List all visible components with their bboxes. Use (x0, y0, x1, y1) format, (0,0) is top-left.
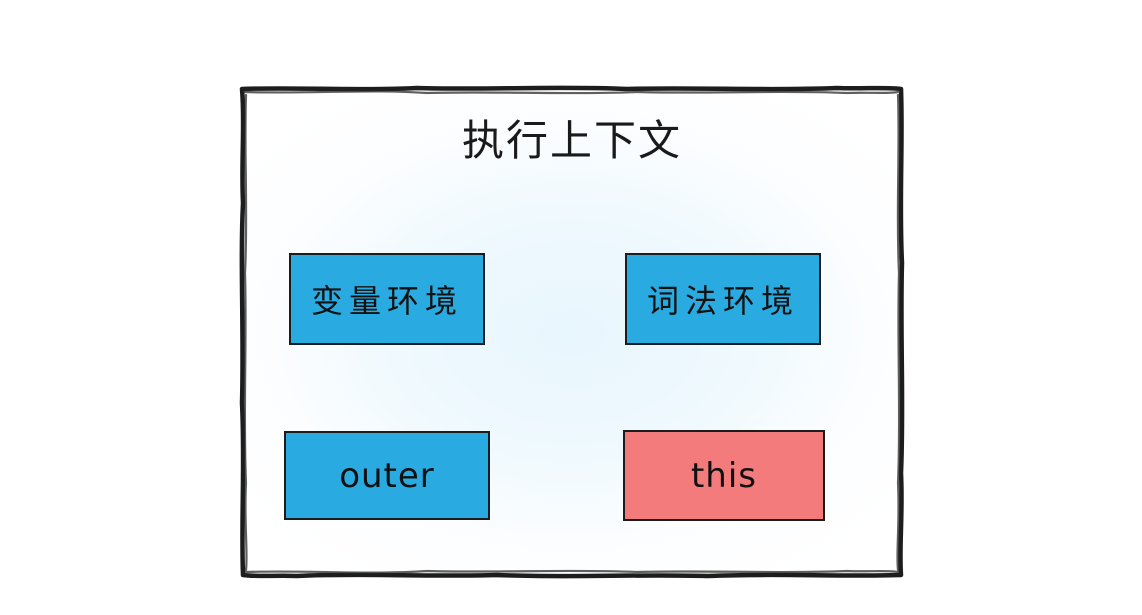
node-outer[interactable]: outer (284, 431, 490, 520)
node-this-label: this (690, 455, 758, 496)
node-variable-environment-label: 变量环境 (310, 282, 463, 320)
node-variable-environment[interactable]: 变量环境 (289, 253, 485, 345)
node-lexical-environment-label: 词法环境 (646, 282, 799, 320)
node-this[interactable]: this (623, 430, 825, 521)
node-outer-label: outer (339, 455, 435, 496)
node-lexical-environment[interactable]: 词法环境 (625, 253, 821, 345)
page-title: 执行上下文 (461, 116, 682, 165)
